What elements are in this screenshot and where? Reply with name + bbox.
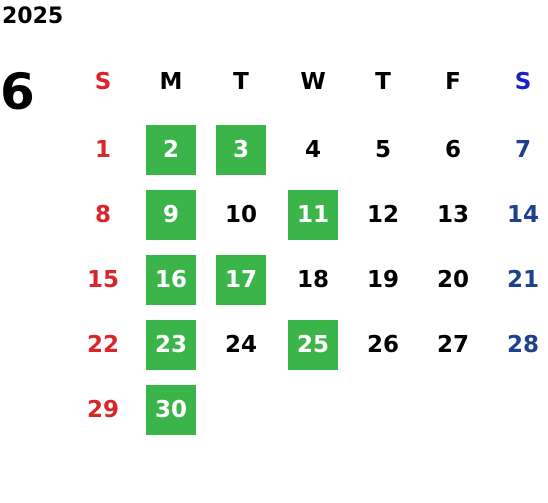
date-cell: 20 <box>436 267 469 293</box>
calendar-year: 2025 <box>2 4 64 29</box>
highlighted-date-cell: 11 <box>288 190 338 240</box>
highlighted-date-cell: 9 <box>146 190 196 240</box>
weekday-header: S <box>94 69 112 95</box>
calendar-month: 6 <box>0 63 35 121</box>
date-cell: 19 <box>366 267 399 293</box>
date-cell: 15 <box>86 267 119 293</box>
date-cell: 24 <box>224 332 257 358</box>
date-cell: 13 <box>436 202 469 228</box>
date-cell: 14 <box>506 202 539 228</box>
date-cell: 7 <box>514 137 531 163</box>
date-cell: 4 <box>304 137 321 163</box>
date-cell: 12 <box>366 202 399 228</box>
weekday-header: S <box>514 69 532 95</box>
date-cell: 10 <box>224 202 257 228</box>
date-cell: 27 <box>436 332 469 358</box>
date-cell: 21 <box>506 267 539 293</box>
weekday-header: T <box>233 69 249 95</box>
weekday-header: W <box>300 69 326 95</box>
date-cell: 22 <box>86 332 119 358</box>
highlighted-date-cell: 3 <box>216 125 266 175</box>
date-cell: 6 <box>444 137 461 163</box>
highlighted-date-cell: 2 <box>146 125 196 175</box>
highlighted-date-cell: 30 <box>146 385 196 435</box>
date-cell: 1 <box>94 137 111 163</box>
highlighted-date-cell: 25 <box>288 320 338 370</box>
weekday-header: T <box>375 69 391 95</box>
date-cell: 26 <box>366 332 399 358</box>
highlighted-date-cell: 16 <box>146 255 196 305</box>
weekday-header: F <box>445 69 461 95</box>
date-cell: 5 <box>374 137 391 163</box>
date-cell: 28 <box>506 332 539 358</box>
highlighted-date-cell: 17 <box>216 255 266 305</box>
highlighted-date-cell: 23 <box>146 320 196 370</box>
date-cell: 8 <box>94 202 111 228</box>
date-cell: 29 <box>86 397 119 423</box>
weekday-header: M <box>159 69 183 95</box>
date-cell: 18 <box>296 267 329 293</box>
